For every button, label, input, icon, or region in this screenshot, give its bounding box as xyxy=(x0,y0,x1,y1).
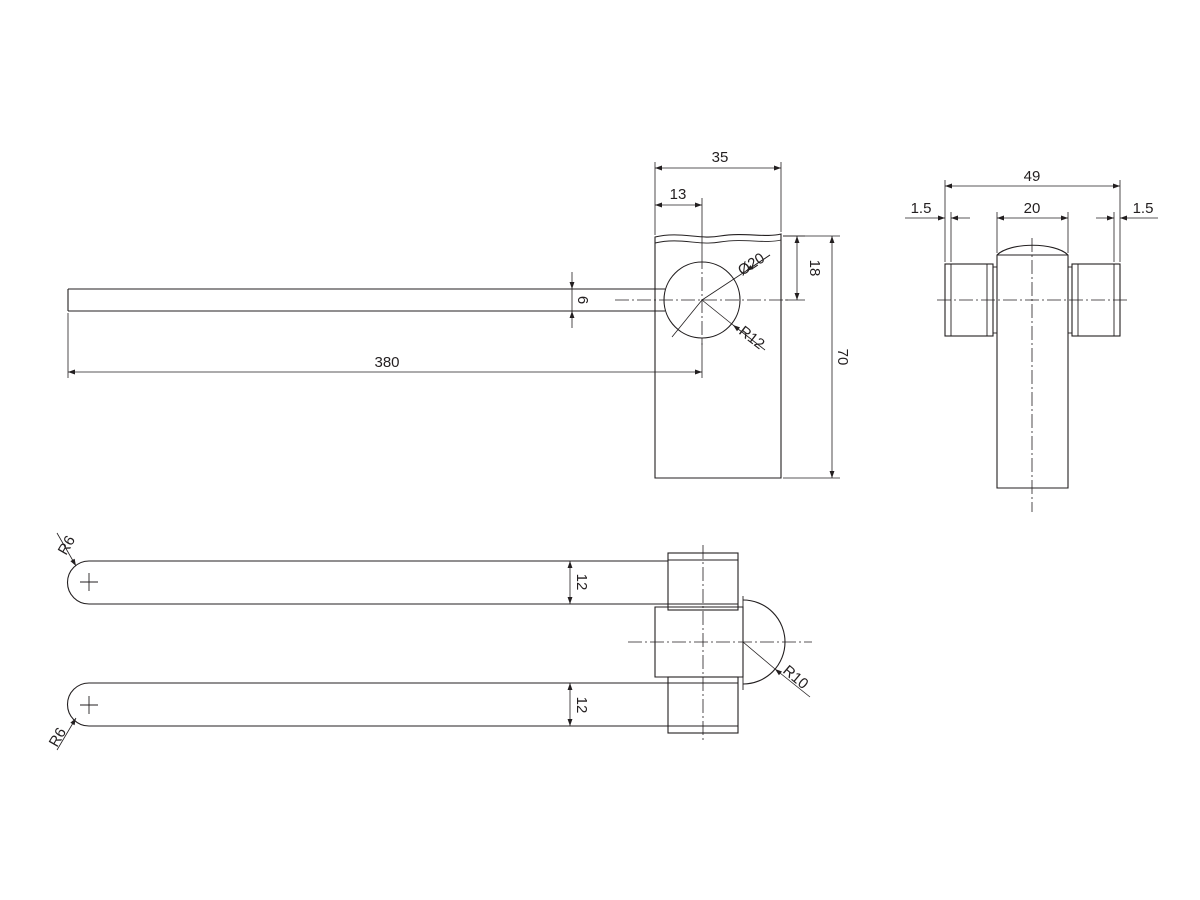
dim-side-left-gap: 1.5 xyxy=(905,200,970,262)
dim-boss-radius: R12 xyxy=(671,299,768,353)
front-view: 35 13 18 70 Ø20 xyxy=(67,149,851,479)
dim-top-upper-end-radius-label: R6 xyxy=(55,533,79,558)
dim-arm-thickness: 6 xyxy=(564,272,591,328)
dim-arm-thickness-label: 6 xyxy=(574,296,591,304)
top-lower-end-center-mark xyxy=(80,696,98,714)
dim-side-width: 49 xyxy=(944,168,1121,262)
dim-side-left-gap-label: 1.5 xyxy=(911,200,932,217)
dim-pivot-depth-label: 18 xyxy=(806,260,823,277)
dim-top-lower-width: 12 xyxy=(567,683,590,726)
dim-pivot-depth: 18 xyxy=(783,235,823,301)
dim-side-center-width-label: 20 xyxy=(1024,200,1041,217)
dim-top-lower-end-radius: R6 xyxy=(46,717,77,751)
side-center-body xyxy=(996,244,1069,489)
dim-front-offset: 13 xyxy=(655,186,703,255)
dim-front-height-label: 70 xyxy=(834,349,851,366)
dim-side-center-width: 20 xyxy=(996,200,1069,253)
dim-arm-length: 380 xyxy=(67,313,703,378)
dim-top-lower-end-radius-label: R6 xyxy=(46,725,70,750)
dim-top-upper-end-radius: R6 xyxy=(55,532,79,567)
top-view: R6 R6 12 12 R10 xyxy=(46,532,812,751)
dim-top-upper-width: 12 xyxy=(567,561,590,604)
wall-plate-outline xyxy=(654,233,782,479)
top-upper-end-center-mark xyxy=(80,573,98,591)
dim-side-right-gap-label: 1.5 xyxy=(1133,200,1154,217)
dim-hole-diameter: Ø20 xyxy=(701,250,771,301)
dim-top-lower-width-label: 12 xyxy=(573,697,590,714)
dim-top-pivot-radius-label: R10 xyxy=(779,662,811,693)
dim-side-right-gap: 1.5 xyxy=(1096,200,1158,262)
dim-side-width-label: 49 xyxy=(1024,168,1041,185)
dim-front-height: 70 xyxy=(783,235,851,479)
dim-front-width: 35 xyxy=(654,149,782,235)
dim-top-upper-width-label: 12 xyxy=(573,574,590,591)
dim-front-offset-label: 13 xyxy=(670,186,687,203)
dim-top-pivot-radius: R10 xyxy=(742,641,811,698)
dim-front-width-label: 35 xyxy=(712,149,729,166)
dim-arm-length-label: 380 xyxy=(374,354,399,371)
side-view: 49 20 1.5 1.5 xyxy=(905,168,1158,512)
